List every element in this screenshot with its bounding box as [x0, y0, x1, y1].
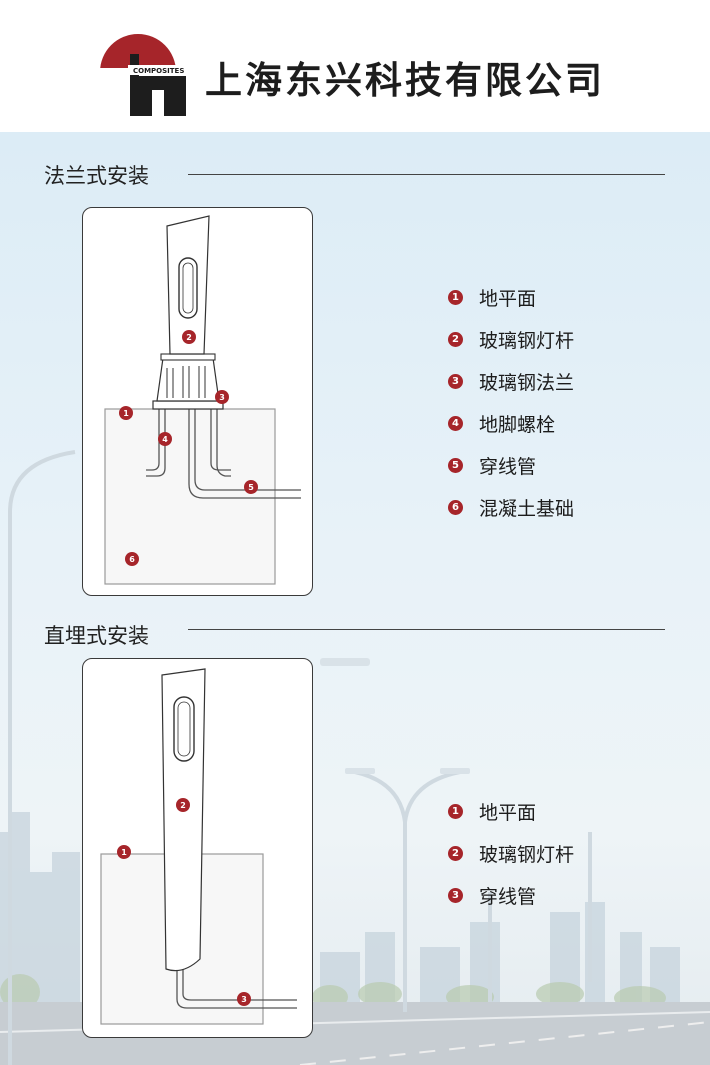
- marker-5: 5: [248, 483, 254, 492]
- legend-label: 地平面: [479, 287, 537, 310]
- title-divider: [188, 629, 665, 630]
- marker-1: 1: [121, 848, 127, 857]
- section-title-direct-burial: 直埋式安装: [44, 624, 149, 648]
- direct-burial-diagram: 1 2 3: [100, 668, 297, 1025]
- legend-label: 玻璃钢法兰: [479, 371, 575, 394]
- legend-label: 玻璃钢灯杆: [479, 329, 575, 352]
- legend-label: 地脚螺栓: [479, 413, 556, 436]
- marker-1: 1: [123, 409, 129, 418]
- company-logo: COMPOSITES: [100, 34, 186, 116]
- legend-item: 4 地脚螺栓: [448, 402, 574, 444]
- legend-item: 6 混凝土基础: [448, 486, 574, 528]
- flange-diagram: 2 1 3 4 5 6: [104, 215, 301, 585]
- legend-item: 1 地平面: [448, 790, 574, 832]
- direct-burial-diagram-panel: 1 2 3: [82, 658, 313, 1038]
- legend-number: 3: [448, 373, 463, 389]
- marker-4: 4: [162, 435, 168, 444]
- legend-item: 1 地平面: [448, 276, 574, 318]
- title-divider: [188, 174, 665, 175]
- company-name: 上海东兴科技有限公司: [205, 59, 605, 102]
- marker-6: 6: [129, 555, 135, 564]
- flange-legend: 1 地平面 2 玻璃钢灯杆 3 玻璃钢法兰 4 地脚螺栓 5 穿线管 6 混凝土基础: [448, 276, 574, 528]
- legend-number: 2: [448, 845, 463, 861]
- direct-burial-legend: 1 地平面 2 玻璃钢灯杆 3 穿线管: [448, 790, 574, 916]
- logo-text: COMPOSITES: [133, 67, 184, 75]
- marker-3: 3: [219, 393, 225, 402]
- legend-item: 2 玻璃钢灯杆: [448, 832, 574, 874]
- legend-number: 5: [448, 457, 463, 473]
- legend-number: 1: [448, 289, 463, 305]
- section-title-flange: 法兰式安装: [44, 164, 149, 188]
- legend-label: 地平面: [479, 801, 537, 824]
- marker-2: 2: [180, 801, 186, 810]
- legend-number: 6: [448, 499, 463, 515]
- legend-item: 5 穿线管: [448, 444, 574, 486]
- legend-label: 混凝土基础: [479, 497, 575, 520]
- legend-item: 3 穿线管: [448, 874, 574, 916]
- legend-number: 2: [448, 331, 463, 347]
- legend-number: 3: [448, 887, 463, 903]
- legend-label: 穿线管: [479, 455, 537, 478]
- legend-item: 2 玻璃钢灯杆: [448, 318, 574, 360]
- legend-label: 玻璃钢灯杆: [479, 843, 575, 866]
- legend-item: 3 玻璃钢法兰: [448, 360, 574, 402]
- header: COMPOSITES 上海东兴科技有限公司: [0, 0, 710, 132]
- marker-3: 3: [241, 995, 247, 1004]
- legend-number: 4: [448, 415, 463, 431]
- legend-number: 1: [448, 803, 463, 819]
- flange-diagram-panel: 2 1 3 4 5 6: [82, 207, 313, 596]
- legend-label: 穿线管: [479, 885, 537, 908]
- marker-2: 2: [186, 333, 192, 342]
